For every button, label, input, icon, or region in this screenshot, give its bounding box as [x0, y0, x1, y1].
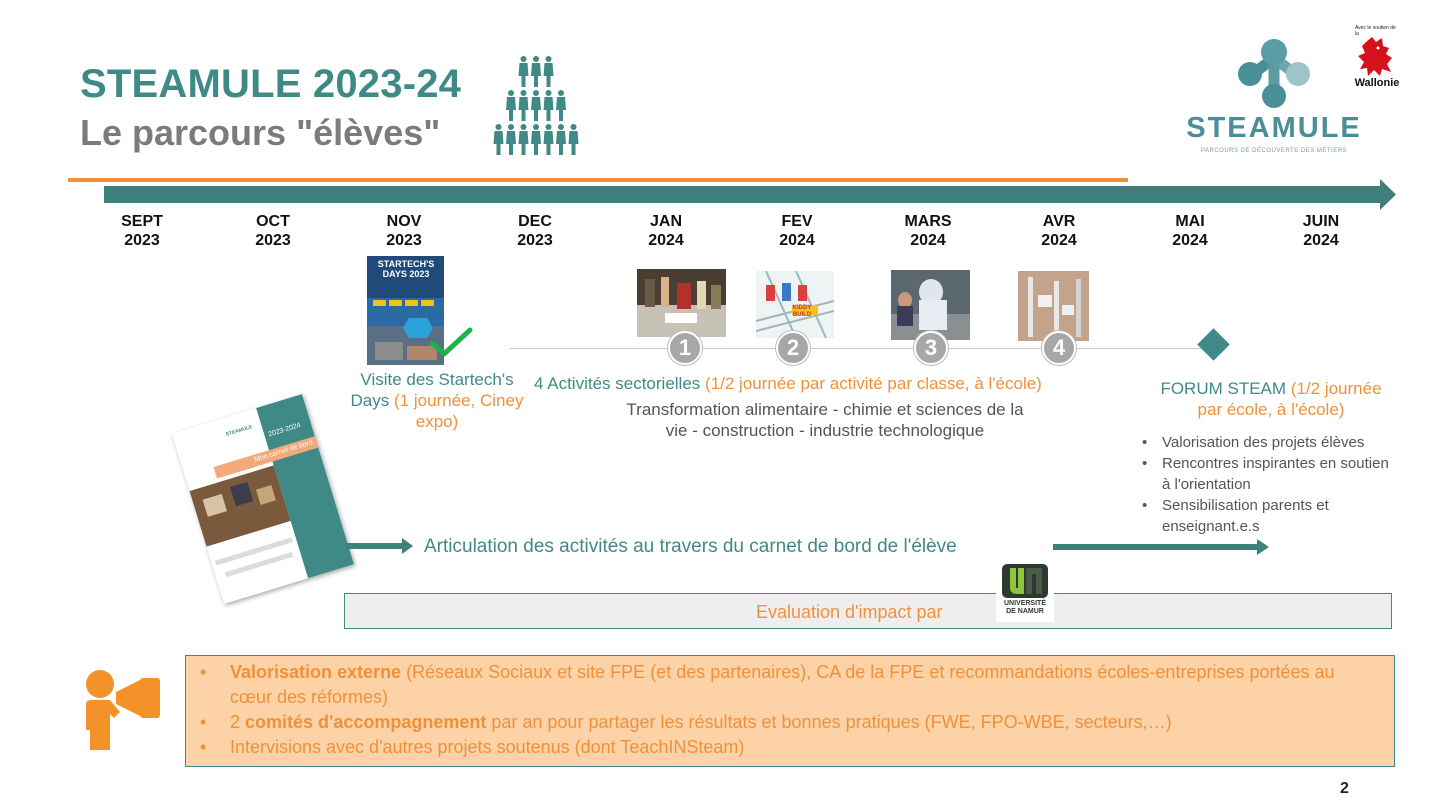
megaphone-speaker-icon — [86, 670, 160, 750]
unamur-line2: DE NAMUR — [1006, 608, 1044, 615]
unamur-line1: UNIVERSITÉ — [1003, 600, 1046, 607]
checkmark-icon — [429, 327, 473, 357]
timeline-month-name: FEV — [781, 213, 813, 230]
valorisation-item-prefix: 2 — [230, 712, 246, 732]
timeline-month: MAI 2024 — [1135, 212, 1245, 250]
timeline-month-name: JAN — [649, 213, 682, 230]
timeline-month: JUIN 2024 — [1266, 212, 1376, 250]
carnet-brand: STEAMULE — [225, 424, 254, 438]
valorisation-item: Valorisation externe (Réseaux Sociaux et… — [194, 660, 1374, 710]
valorisation-list: Valorisation externe (Réseaux Sociaux et… — [194, 660, 1374, 760]
unamur-logo-icon — [996, 562, 1054, 622]
activity-badge-1: 1 — [668, 331, 702, 365]
forum-title-detail: (1/2 journée par école, à l'école) — [1197, 379, 1382, 419]
timeline-month-year: 2024 — [1303, 232, 1339, 249]
activity-badge-3: 3 — [914, 331, 948, 365]
steamule-logo-icon — [1238, 39, 1310, 108]
timeline-month-name: MARS — [904, 213, 952, 230]
header-divider — [68, 178, 1128, 182]
startech-label-detail: (1 journée, Ciney expo) — [394, 391, 524, 431]
timeline-month-name: AVR — [1042, 213, 1076, 230]
timeline-month-year: 2023 — [255, 232, 291, 249]
wallonie-rooster-icon — [1358, 37, 1392, 76]
timeline-month-name: MAI — [1175, 213, 1205, 230]
evaluation-text: Evaluation d'impact par — [756, 602, 943, 622]
forum-title: FORUM STEAM (1/2 journée par école, à l'… — [1146, 378, 1396, 420]
valorisation-item: 2 comités d'accompagnement par an pour p… — [194, 710, 1374, 735]
steamule-logo-text: STEAMULE — [1186, 112, 1362, 144]
startech-label: Visite des Startech's Days (1 journée, C… — [349, 369, 525, 432]
page-number: 2 — [1340, 780, 1349, 797]
timeline-month: AVR 2024 — [1004, 212, 1114, 250]
timeline-month: OCT 2023 — [218, 212, 328, 250]
valorisation-item: Intervisions avec d'autres projets soute… — [194, 735, 1374, 760]
activities-sectors: Transformation alimentaire - chimie et s… — [626, 400, 1024, 440]
timeline-month-year: 2023 — [517, 232, 553, 249]
forum-bullet: Rencontres inspirantes en soutien à l'or… — [1140, 453, 1390, 495]
food-activity-photo — [637, 269, 726, 337]
wallonie-support-text: Avec le soutien de la — [1355, 25, 1396, 37]
students-group-icon — [493, 56, 579, 155]
timeline-month-name: OCT — [256, 213, 290, 230]
startech-poster-title: STARTECH'S DAYS 2023 — [377, 259, 435, 279]
activity-badge-4: 4 — [1042, 331, 1076, 365]
chemistry-lab-photo — [891, 270, 970, 340]
timeline-month-year: 2024 — [779, 232, 815, 249]
forum-bullets: Valorisation des projets élèves Rencontr… — [1140, 432, 1390, 537]
valorisation-item-bold: Valorisation externe — [230, 662, 402, 682]
timeline-month-year: 2024 — [648, 232, 684, 249]
timeline-month-name: SEPT — [121, 213, 163, 230]
timeline-month-name: NOV — [386, 213, 422, 230]
forum-bullet: Sensibilisation parents et enseignant.e.… — [1140, 495, 1390, 537]
valorisation-item-bold: comités d'accompagnement — [245, 712, 487, 732]
activities-title-detail: (1/2 journée par activité par classe, à … — [705, 374, 1042, 393]
startech-poster — [367, 256, 444, 365]
unamur-logo-text: UNIVERSITÉ DE NAMUR — [996, 600, 1054, 616]
timeline-month: DEC 2023 — [480, 212, 590, 250]
carnet-booklet: STEAMULE 2023-2024 Mon carnet de bord — [171, 394, 355, 604]
articulation-text: Articulation des activités au travers du… — [424, 536, 957, 557]
valorisation-item-text: Intervisions avec d'autres projets soute… — [230, 737, 745, 757]
activity-badge-2: 2 — [776, 331, 810, 365]
timeline-arrow — [104, 179, 1396, 210]
timeline-month-year: 2024 — [910, 232, 946, 249]
external-valorisation-box: Valorisation externe (Réseaux Sociaux et… — [185, 655, 1395, 767]
timeline-month: NOV 2023 — [349, 212, 459, 250]
kiddy-build-label: KIDDY BUILD — [792, 305, 812, 318]
forum-title-main: FORUM STEAM — [1160, 379, 1287, 398]
articulation-arrow-left — [346, 538, 413, 554]
timeline-month-name: JUIN — [1302, 213, 1340, 230]
activities-connector-line — [510, 348, 1210, 349]
page-subtitle: Le parcours "élèves" — [80, 112, 441, 153]
page-title: STEAMULE 2023-24 — [80, 62, 462, 106]
valorisation-item-text: (Réseaux Sociaux et site FPE (et des par… — [230, 662, 1335, 707]
timeline-month: MARS 2024 — [873, 212, 983, 250]
forum-milestone-diamond — [1197, 328, 1230, 361]
timeline-month-year: 2024 — [1172, 232, 1208, 249]
activities-title-main: 4 Activités sectorielles — [534, 374, 701, 393]
startech-label-main: Visite des Startech's Days — [350, 370, 514, 410]
timeline-month-year: 2023 — [386, 232, 422, 249]
wallonie-logo-text: Wallonie — [1354, 77, 1400, 89]
evaluation-box — [344, 593, 1392, 629]
kiddy-build-photo — [756, 271, 834, 338]
timeline-month-year: 2024 — [1041, 232, 1077, 249]
timeline-month: JAN 2024 — [611, 212, 721, 250]
steamule-tagline: PARCOURS DE DÉCOUVERTE DES MÉTIERS — [1200, 148, 1348, 154]
valorisation-item-text: par an pour partager les résultats et bo… — [486, 712, 1172, 732]
articulation-arrow-right — [1053, 539, 1269, 555]
timeline-month: SEPT 2023 — [87, 212, 197, 250]
industry-photo — [1018, 271, 1089, 341]
forum-bullet: Valorisation des projets élèves — [1140, 432, 1390, 453]
timeline-month-name: DEC — [518, 213, 552, 230]
timeline-month-year: 2023 — [124, 232, 160, 249]
timeline-month: FEV 2024 — [742, 212, 852, 250]
activities-title: 4 Activités sectorielles (1/2 journée pa… — [534, 373, 1114, 394]
